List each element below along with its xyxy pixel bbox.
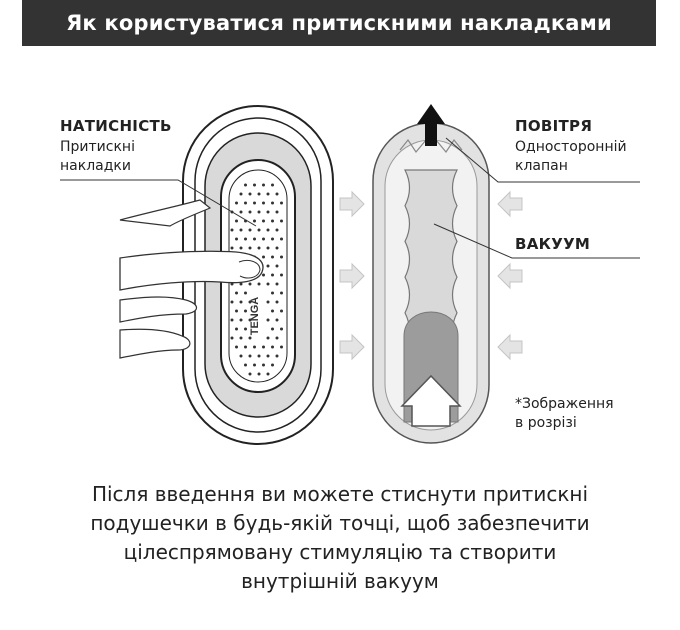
air-title: ПОВІТРЯ: [515, 117, 593, 135]
press-arrow-right-icon: [339, 333, 365, 361]
vacuum-leader-line: [433, 223, 640, 259]
pressure-subtitle-line2: накладки: [60, 158, 131, 174]
caption-line2: подушечки в будь-якій точці, щоб забезпе…: [90, 511, 590, 535]
note-line2: в розрізі: [515, 415, 577, 431]
press-arrow-left-icon: [497, 262, 523, 290]
air-line1: Односторонній: [515, 139, 627, 155]
air-leader-line: [445, 137, 640, 183]
press-arrow-left-icon: [497, 190, 523, 218]
hand-illustration: [119, 199, 264, 359]
insert-arrow-icon: [400, 374, 462, 427]
vacuum-title: ВАКУУМ: [515, 235, 591, 253]
usage-diagram: TENGA: [60, 104, 640, 445]
air-out-arrow-icon: [417, 104, 445, 146]
caption-line3: цілеспрямовану стимуляцію та створити: [123, 540, 557, 564]
tenga-logo: TENGA: [249, 297, 261, 336]
caption-line1: Після введення ви можете стиснути притис…: [91, 482, 589, 506]
press-arrow-right-icon: [339, 262, 365, 290]
air-line2: клапан: [515, 158, 568, 174]
page-title: Як користуватися притискними накладками: [22, 0, 656, 46]
pressure-leader-line: [60, 179, 257, 227]
press-arrow-right-icon: [339, 190, 365, 218]
pressure-subtitle-line1: Притискні: [60, 139, 135, 155]
note-line1: *Зображення: [515, 396, 614, 412]
device-cross-section: [372, 104, 490, 444]
instruction-caption: Після введення ви можете стиснути притис…: [20, 480, 660, 596]
caption-line4: внутрішній вакуум: [241, 569, 439, 593]
pressure-arrows: [339, 190, 523, 361]
pressure-title: НАТИСНІСТЬ: [60, 117, 172, 135]
press-arrow-left-icon: [497, 333, 523, 361]
